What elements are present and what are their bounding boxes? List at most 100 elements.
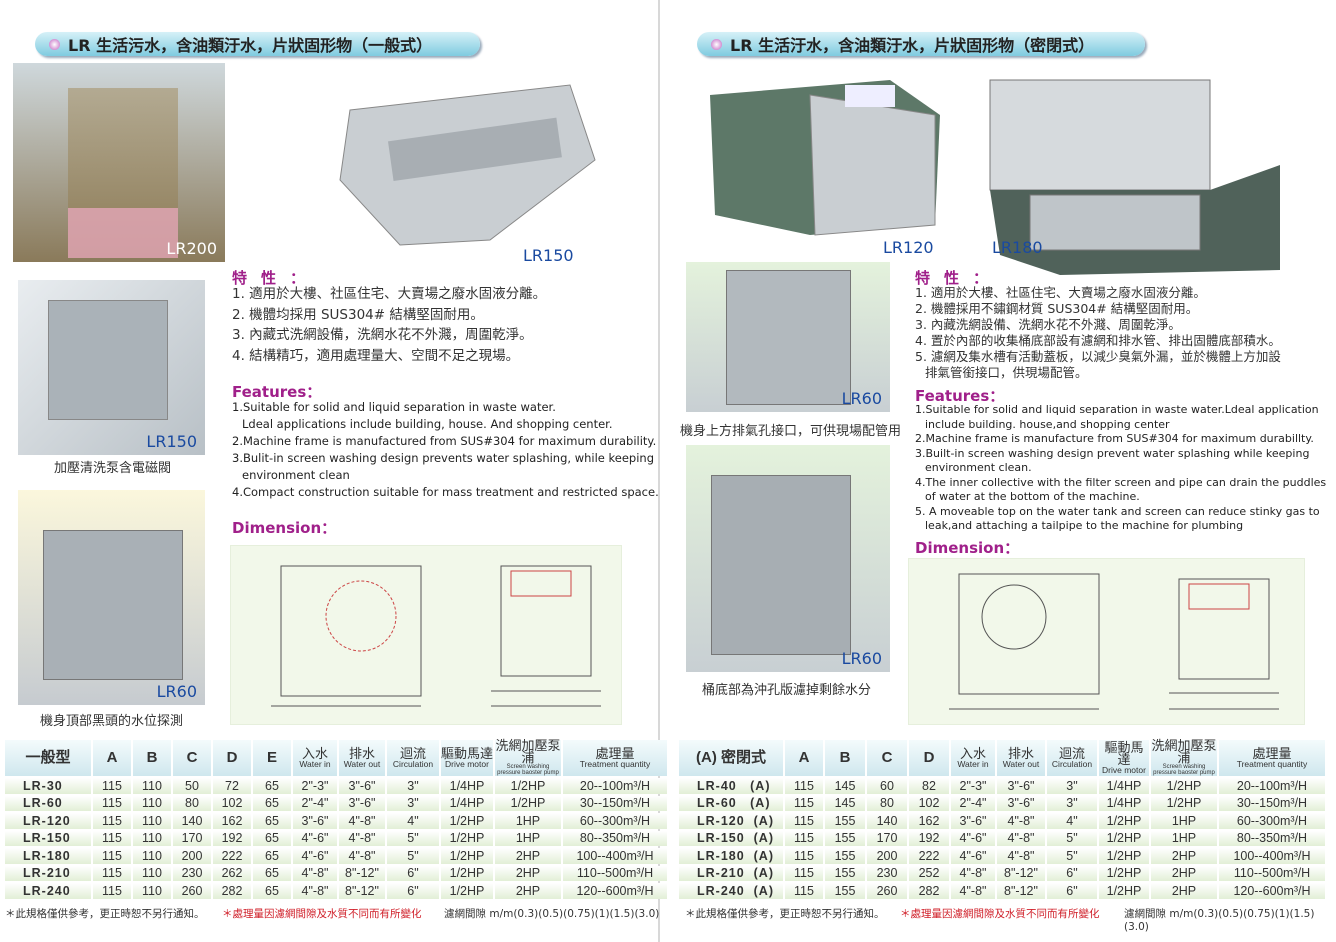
value-cell: 2HP: [495, 883, 561, 899]
value-cell: 4"-6": [293, 830, 337, 846]
value-cell: 50: [173, 778, 211, 794]
feature-line: 4.Compact construction suitable for mass…: [232, 485, 659, 499]
value-cell: 110: [133, 848, 171, 864]
value-cell: 3"-6": [997, 778, 1045, 794]
column-header-en: Drive motor: [1102, 764, 1146, 775]
value-cell: 4"-8": [997, 813, 1045, 829]
value-cell: 4"-6": [293, 848, 337, 864]
technical-drawing: [271, 565, 601, 707]
value-cell: 155: [825, 865, 865, 881]
value-cell: 2HP: [1151, 848, 1217, 864]
value-cell: 1/2HP: [495, 778, 561, 794]
column-header-zh: 迴流: [399, 745, 426, 761]
photo-label: LR180: [992, 238, 1043, 257]
value-cell: 115: [785, 813, 823, 829]
column-header: D: [909, 740, 949, 776]
column-header-zh: 驅動馬達: [1104, 739, 1144, 767]
value-cell: 1HP: [495, 813, 561, 829]
feature-line: 排氣管銜接口，供現場配管。: [925, 365, 1088, 380]
value-cell: 110: [133, 795, 171, 811]
model-cell: LR-120 (A): [679, 813, 783, 829]
feature-line: 3.Bulit-in screen washing design prevent…: [232, 451, 655, 465]
model-cell: LR-60 (A): [679, 795, 783, 811]
value-cell: 80: [173, 795, 211, 811]
column-header-en: Water in: [957, 758, 989, 769]
value-cell: 102: [213, 795, 251, 811]
value-cell: 65: [253, 865, 291, 881]
features-en-heading: Features：: [915, 387, 1005, 405]
value-cell: 8"-12": [339, 865, 385, 881]
column-header-zh: 處理量: [595, 745, 635, 761]
value-cell: 100--400m³/H: [563, 848, 667, 864]
column-header-zh: 驅動馬達: [441, 745, 494, 761]
value-cell: 65: [253, 848, 291, 864]
caption-lr60: 機身頂部黑頭的水位探測: [40, 714, 184, 729]
value-cell: 72: [213, 778, 251, 794]
value-cell: 60--300m³/H: [563, 813, 667, 829]
footnote-mesh: 濾網間隙 m/m(0.3)(0.5)(0.75)(1)(1.5)(3.0): [444, 908, 660, 920]
value-cell: 2"-3": [293, 778, 337, 794]
value-cell: 145: [825, 778, 865, 794]
machine-illustration: [989, 79, 1280, 275]
feature-line: environment clean.: [925, 461, 1032, 474]
value-cell: 222: [909, 848, 949, 864]
value-cell: 4"-8": [339, 830, 385, 846]
value-cell: 4"-8": [339, 813, 385, 829]
value-cell: 1/2HP: [441, 830, 493, 846]
value-cell: 65: [253, 778, 291, 794]
value-cell: 140: [867, 813, 907, 829]
column-header-zh: 排水: [1007, 745, 1034, 761]
feature-line: 1. 適用於大樓、社區住宅、大賣場之廢水固液分離。: [232, 286, 547, 302]
feature-line: 1.Suitable for solid and liquid separati…: [915, 403, 1319, 416]
column-header: A: [93, 740, 131, 776]
features-zh-heading: 特性：: [232, 269, 320, 287]
value-cell: 1/2HP: [1099, 883, 1149, 899]
dimension-heading: Dimension：: [232, 519, 337, 537]
value-cell: 1/2HP: [1099, 865, 1149, 881]
value-cell: 260: [173, 883, 211, 899]
photo-lr200: LR200: [13, 63, 225, 262]
value-cell: 260: [867, 883, 907, 899]
value-cell: 115: [785, 865, 823, 881]
value-cell: 4"-8": [997, 830, 1045, 846]
value-cell: 1/2HP: [1099, 813, 1149, 829]
photo-label: LR150: [523, 246, 574, 265]
value-cell: 6": [387, 865, 439, 881]
photo-label: LR60: [841, 389, 882, 408]
machine-illustration: [710, 80, 940, 236]
feature-line: 1.Suitable for solid and liquid separati…: [232, 400, 556, 414]
bullet-icon: [49, 38, 60, 50]
value-cell: 20--100m³/H: [1219, 778, 1325, 794]
column-header-en: Treatment quantity: [579, 758, 651, 769]
value-cell: 4"-8": [339, 848, 385, 864]
value-cell: 230: [867, 865, 907, 881]
footnote: ＊此規格僅供參考，更正時恕不另行通知。: [5, 908, 205, 920]
feature-line: 1. 適用於大樓、社區住宅、大賣場之廢水固液分離。: [915, 285, 1206, 300]
value-cell: 162: [213, 813, 251, 829]
value-cell: 2HP: [495, 865, 561, 881]
column-header-zh: 一般型: [25, 749, 71, 766]
value-cell: 222: [213, 848, 251, 864]
column-header-zh: C: [881, 749, 893, 766]
right-title: LR 生活汙水，含油類汙水，片狀固形物（密閉式）: [730, 36, 1095, 55]
value-cell: 115: [785, 778, 823, 794]
column-header-en: Screen washing pressure baoster pump: [497, 764, 559, 776]
features-zh-heading: 特性：: [915, 269, 1003, 287]
value-cell: 170: [173, 830, 211, 846]
value-cell: 120--600m³/H: [563, 883, 667, 899]
value-cell: 120--600m³/H: [1219, 883, 1325, 899]
column-header-en: Drive motor: [445, 758, 489, 769]
value-cell: 1/2HP: [495, 795, 561, 811]
value-cell: 80--350m³/H: [563, 830, 667, 846]
value-cell: 3": [1047, 795, 1097, 811]
value-cell: 5": [387, 830, 439, 846]
photo-lr60-a: LR60: [686, 262, 890, 412]
